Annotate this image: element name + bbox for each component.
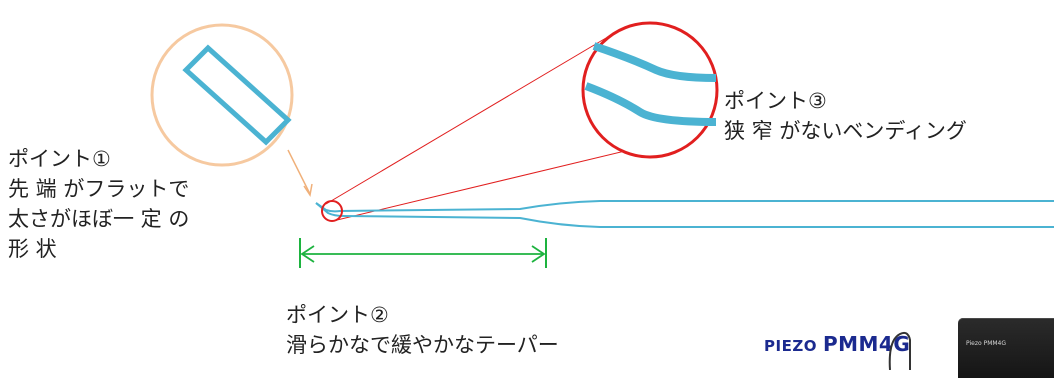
device-image: Piezo PMM4G	[958, 318, 1054, 378]
point1-line-1: 先 端 がフラットで	[8, 177, 190, 201]
brand-logo: PIEZO PMM4G	[764, 332, 910, 356]
bend-zoom-pipette-upper	[592, 42, 717, 82]
tip-zoom-arrow	[287, 149, 311, 195]
point1-line-2: 太さがほぼ一 定 の	[8, 207, 190, 231]
pipette-outline-upper	[315, 200, 1054, 213]
device-label: Piezo PMM4G	[966, 340, 1007, 347]
point3-title: ポイント③	[724, 89, 827, 113]
brand-company: PIEZO	[764, 337, 817, 355]
bend-marker-circle	[321, 200, 343, 222]
point3-annotation: ポイント③ 狭 窄 がないベンディング	[724, 86, 967, 146]
point2-title: ポイント②	[286, 303, 389, 327]
tip-zoom-arrowhead	[303, 183, 313, 197]
point1-line-3: 形 状	[8, 237, 57, 261]
taper-arrowhead-left	[300, 245, 315, 263]
point2-line-1: 滑らかなで緩やかなテーパー	[286, 333, 559, 357]
brand-product: PMM4G	[822, 332, 911, 356]
pipette-outline-lower	[315, 202, 1054, 228]
point1-annotation: ポイント① 先 端 がフラットで 太さがほぼ一 定 の 形 状	[8, 144, 189, 264]
tip-zoom-pipette	[182, 44, 292, 146]
device-cable	[888, 331, 911, 370]
taper-arrowhead-right	[531, 245, 546, 263]
point1-title: ポイント①	[8, 147, 111, 171]
zoom-line-lower	[336, 145, 647, 221]
zoom-line-upper	[325, 37, 607, 205]
pipette-diagram	[150, 21, 1054, 268]
point2-annotation: ポイント② 滑らかなで緩やかなテーパー	[286, 300, 559, 360]
point3-line-1: 狭 窄 がないベンディング	[724, 119, 967, 143]
tip-zoom-circle	[150, 23, 294, 167]
bend-zoom-pipette-lower	[584, 82, 717, 126]
